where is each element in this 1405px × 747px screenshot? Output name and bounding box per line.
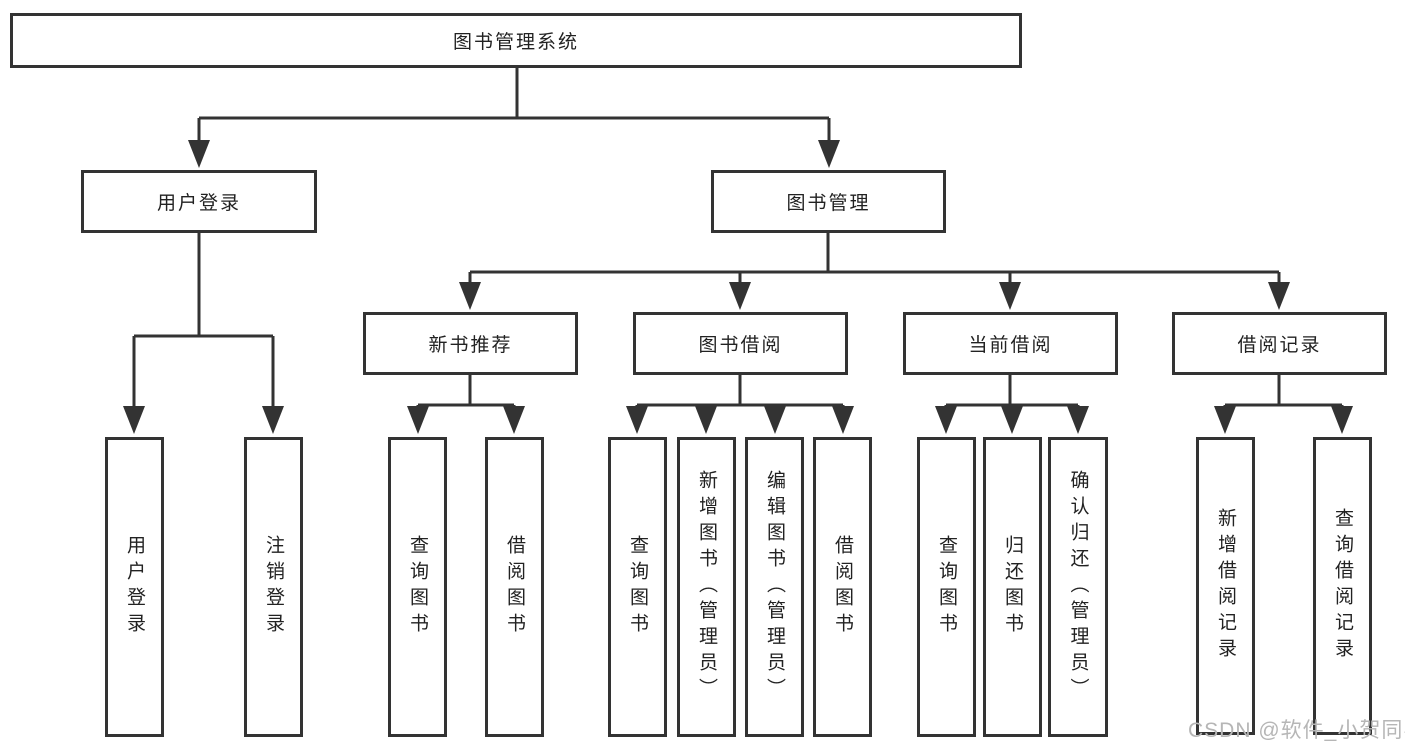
- leaf-logout: 注销登录: [244, 437, 303, 737]
- node-borrow-records: 借阅记录: [1172, 312, 1387, 375]
- leaf-borrow-books-2-label: 借阅图书: [832, 535, 853, 639]
- leaf-edit-book-admin-label: 编辑图书（管理员）: [764, 470, 785, 704]
- leaf-edit-book-admin: 编辑图书（管理员）: [745, 437, 804, 737]
- leaf-query-books-3: 查询图书: [917, 437, 976, 737]
- node-borrow-records-label: 借阅记录: [1237, 335, 1322, 356]
- leaf-query-books-1-label: 查询图书: [407, 535, 428, 639]
- leaf-add-book-admin-label: 新增图书（管理员）: [696, 470, 717, 704]
- leaf-borrow-books-1-label: 借阅图书: [504, 535, 525, 639]
- node-book-management-label: 图书管理: [786, 193, 871, 214]
- node-new-book-recommend: 新书推荐: [363, 312, 578, 375]
- leaf-user-login-label: 用户登录: [124, 535, 145, 639]
- node-library-system: 图书管理系统: [10, 13, 1022, 68]
- leaf-query-books-2-label: 查询图书: [627, 535, 648, 639]
- node-book-borrowing-label: 图书借阅: [698, 335, 783, 356]
- leaf-borrow-books-1: 借阅图书: [485, 437, 544, 737]
- node-user-login: 用户登录: [81, 170, 317, 233]
- leaf-confirm-return-admin-label: 确认归还（管理员）: [1067, 470, 1089, 704]
- node-user-login-label: 用户登录: [156, 193, 241, 214]
- node-book-borrowing: 图书借阅: [633, 312, 848, 375]
- leaf-borrow-books-2: 借阅图书: [813, 437, 872, 737]
- csdn-watermark: CSDN @软件_小贺同学: [1188, 719, 1405, 742]
- node-current-borrowing-label: 当前借阅: [968, 335, 1053, 356]
- leaf-add-book-admin: 新增图书（管理员）: [677, 437, 736, 737]
- node-current-borrowing: 当前借阅: [903, 312, 1118, 375]
- leaf-add-borrow-record: 新增借阅记录: [1196, 437, 1255, 735]
- leaf-query-books-2: 查询图书: [608, 437, 667, 737]
- leaf-user-login: 用户登录: [105, 437, 164, 737]
- node-library-system-label: 图书管理系统: [452, 32, 579, 53]
- leaf-confirm-return-admin: 确认归还（管理员）: [1048, 437, 1108, 737]
- leaf-query-borrow-record: 查询借阅记录: [1313, 437, 1372, 735]
- leaf-return-book-label: 归还图书: [1002, 535, 1023, 639]
- node-new-book-recommend-label: 新书推荐: [428, 335, 513, 356]
- leaf-query-books-1: 查询图书: [388, 437, 447, 737]
- leaf-return-book: 归还图书: [983, 437, 1042, 737]
- leaf-query-borrow-record-label: 查询借阅记录: [1332, 508, 1353, 664]
- arrowheads: [123, 140, 1353, 434]
- node-book-management: 图书管理: [711, 170, 946, 233]
- leaf-query-books-3-label: 查询图书: [936, 535, 957, 639]
- leaf-logout-label: 注销登录: [263, 535, 284, 639]
- leaf-add-borrow-record-label: 新增借阅记录: [1215, 508, 1236, 664]
